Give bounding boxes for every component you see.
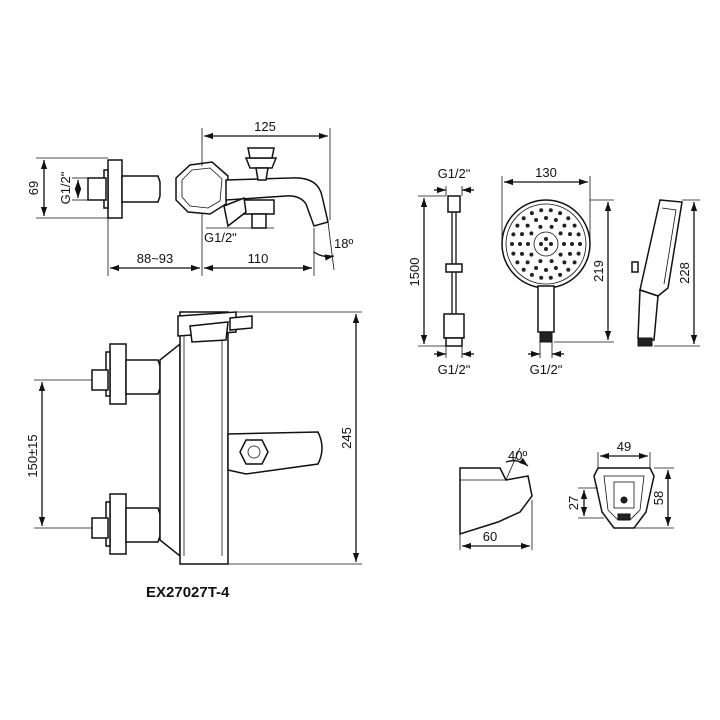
nozzle-dot [553,266,558,270]
nozzle-dot [511,232,516,237]
nozzle-dot [568,251,572,256]
shower-hose-view: G1/2ʺ 1500 G1/2ʺ [407,166,474,377]
nozzle-dot [526,242,530,246]
dim-inlet-center: 150±15 [25,434,40,477]
inlet-thread-label: G1/2ʺ [58,171,73,204]
nozzle-dot [539,275,544,280]
nozzle-dot [549,242,553,246]
nozzle-dot [525,223,530,228]
nozzle-dot [548,275,553,280]
nozzle-dot [562,260,567,265]
dim-height-245: 245 [339,427,354,449]
nozzle-dot [576,251,581,256]
nozzle-dot [544,247,548,251]
dim-width-total: 125 [254,119,276,134]
nozzle-dot [518,242,522,246]
nozzle-dot [549,224,554,229]
nozzle-dot [539,208,544,213]
dim-wall-distance: 88~93 [137,251,174,266]
shower-thread: G1/2ʺ [530,362,563,377]
holder-height: 58 [651,491,666,505]
nozzle-dot [515,223,520,228]
nozzle-dot [558,252,563,257]
nozzle-dot [529,211,534,216]
holder-front-view: 49 58 27 [566,439,674,529]
model-code: EX27027T-4 [146,584,230,601]
nozzle-dot [510,242,514,246]
hose-bottom-thread: G1/2ʺ [438,362,471,377]
nozzle-dot [539,242,543,246]
nozzle-dot [534,218,539,222]
dim-spout-length: 110 [248,251,269,266]
nozzle-dot [570,242,574,246]
nozzle-dot [549,259,554,264]
nozzle-dot [521,216,526,221]
nozzle-dot [538,224,543,229]
nozzle-dot [562,223,567,228]
nozzle-dot [572,223,577,228]
nozzle-dot [511,251,516,256]
nozzle-dot [529,252,534,257]
faucet-front-view: 245 150±15 [25,311,362,565]
nozzle-dot [568,232,572,237]
nozzle-dot [566,267,571,272]
nozzle-dot [572,260,577,265]
nozzle-dot [558,211,563,216]
outlet-thread-label: G1/2ʺ [204,230,237,245]
nozzle-dot [529,231,534,236]
shower-head-diameter: 130 [535,165,557,180]
nozzle-dot [548,208,553,213]
nozzle-dot [558,231,563,236]
nozzle-dot [576,232,581,237]
dim-height-69: 69 [26,181,41,195]
holder-width: 49 [617,439,631,454]
nozzle-dot [525,260,530,265]
hose-top-thread: G1/2ʺ [438,166,471,181]
nozzle-dot [544,237,548,241]
holder-offset: 27 [566,496,581,510]
nozzle-dot [544,268,548,272]
nozzle-dot [515,260,520,265]
nozzle-dot [553,218,558,222]
hand-shower-front-view: 130 219 G1/2ʺ [501,165,614,377]
dim-angle-18: 18º [334,236,353,251]
nozzle-dot [520,251,524,256]
holder-side-view: 40º 60 [459,447,533,550]
nozzle-dot [520,232,524,237]
hand-shower-side-view: 228 [631,199,700,347]
nozzle-dot [558,272,563,277]
nozzle-dot [566,216,571,221]
hose-length: 1500 [407,258,422,287]
faucet-side-view: 125 69 G1/2ʺ G1/2ʺ 88~93 1 [26,119,353,276]
nozzle-dot [544,216,548,220]
shower-height-front: 219 [591,260,606,282]
nozzle-dot [534,266,539,270]
shower-height-side: 228 [677,262,692,284]
nozzle-dot [529,272,534,277]
nozzle-dot [538,259,543,264]
nozzle-dot [562,242,566,246]
nozzle-dot [578,242,582,246]
holder-angle: 40º [508,448,527,463]
nozzle-dot [521,267,526,272]
holder-depth: 60 [483,529,497,544]
